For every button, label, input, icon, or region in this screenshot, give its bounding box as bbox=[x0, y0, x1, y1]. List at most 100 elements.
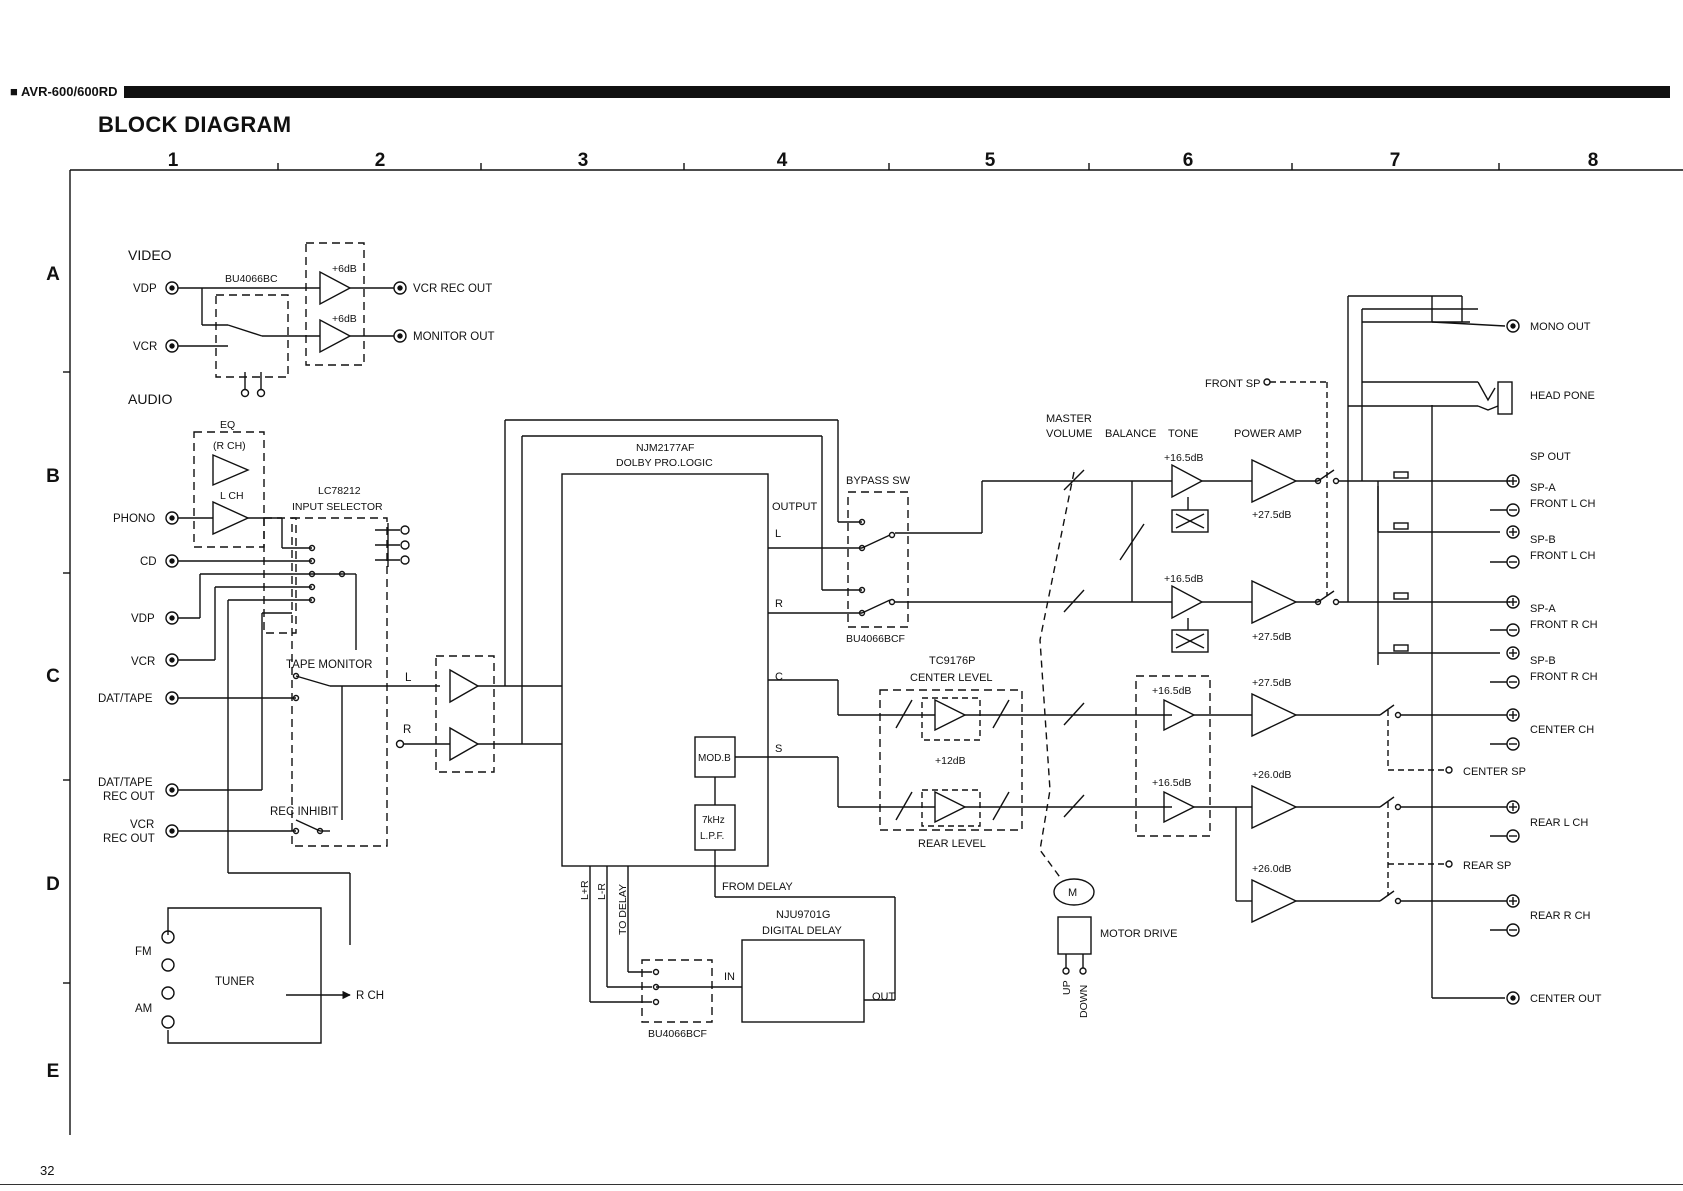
center-level-label: CENTER LEVEL bbox=[910, 672, 993, 684]
dolby-c-label: C bbox=[775, 671, 783, 683]
am-label: AM bbox=[135, 1003, 152, 1015]
video-switch-ic: BU4066BC bbox=[225, 273, 278, 285]
control-wiring bbox=[1039, 458, 1380, 975]
center-out-label: CENTER OUT bbox=[1530, 993, 1602, 1005]
from-delay-label: FROM DELAY bbox=[722, 881, 793, 893]
head-phone-label: HEAD PONE bbox=[1530, 390, 1595, 402]
center-rear-labels: TC9176P CENTER LEVEL +12dB REAR LEVEL bbox=[910, 655, 993, 850]
column-5: 5 bbox=[985, 150, 996, 171]
front-l-b-label: FRONT L CH bbox=[1530, 550, 1595, 562]
dolby-r-label: R bbox=[775, 598, 783, 610]
column-8: 8 bbox=[1588, 150, 1599, 171]
sp-b-2-label: SP-B bbox=[1530, 655, 1556, 667]
row-e: E bbox=[47, 1061, 60, 1082]
front-l-a-label: FRONT L CH bbox=[1530, 498, 1595, 510]
front-r-b-label: FRONT R CH bbox=[1530, 671, 1598, 683]
dat-tape-label: DAT/TAPE bbox=[98, 693, 153, 705]
phono-label: PHONO bbox=[113, 513, 155, 525]
column-2: 2 bbox=[375, 150, 386, 171]
balance-label: BALANCE bbox=[1105, 428, 1156, 440]
tuner-labels: FM AM TUNER R CH bbox=[135, 946, 384, 1015]
monitor-out-label: MONITOR OUT bbox=[413, 331, 495, 343]
tone-label: TONE bbox=[1168, 428, 1198, 440]
master-label: MASTER bbox=[1046, 413, 1092, 425]
column-6: 6 bbox=[1183, 150, 1194, 171]
bypass-label: BYPASS SW bbox=[846, 475, 911, 487]
row-b: B bbox=[46, 466, 60, 487]
fm-label: FM bbox=[135, 946, 152, 958]
bypass-labels: BYPASS SW BU4066BCF bbox=[846, 475, 911, 645]
delay-out-label: OUT bbox=[872, 991, 896, 1003]
amp-gain-c: +27.5dB bbox=[1252, 677, 1291, 689]
amp-gain-r: +27.5dB bbox=[1252, 631, 1291, 643]
amp-gain-rr: +26.0dB bbox=[1252, 863, 1291, 875]
delay-in-label: IN bbox=[724, 971, 735, 983]
dolby-labels: NJM2177AF DOLBY PRO.LOGIC OUTPUT L R C S… bbox=[579, 442, 818, 935]
front-sp-label: FRONT SP bbox=[1205, 378, 1260, 390]
vdp-audio-label: VDP bbox=[131, 613, 155, 625]
power-amp-label: POWER AMP bbox=[1234, 428, 1302, 440]
center-rear-ic: TC9176P bbox=[929, 655, 975, 667]
audio-r-label: R bbox=[403, 724, 411, 736]
tuner-label: TUNER bbox=[215, 976, 255, 988]
rear-l-label: REAR L CH bbox=[1530, 817, 1588, 829]
eq-lch-label: L CH bbox=[220, 490, 244, 502]
center-rear-gain: +12dB bbox=[935, 755, 966, 767]
input-selector-label: INPUT SELECTOR bbox=[292, 501, 383, 513]
down-label: DOWN bbox=[1078, 985, 1090, 1018]
column-3: 3 bbox=[578, 150, 589, 171]
dolby-output-label: OUTPUT bbox=[772, 501, 818, 513]
delay-label: DIGITAL DELAY bbox=[762, 925, 843, 937]
model-label: ■ AVR-600/600RD bbox=[10, 84, 124, 99]
column-7: 7 bbox=[1390, 150, 1401, 171]
sp-out-label: SP OUT bbox=[1530, 451, 1571, 463]
mod-b-label: MOD.B bbox=[698, 753, 731, 764]
tape-monitor-label: TAPE MONITOR bbox=[286, 659, 372, 671]
lpf-label-2: L.P.F. bbox=[700, 831, 724, 842]
volume-label: VOLUME bbox=[1046, 428, 1092, 440]
cd-label: CD bbox=[140, 556, 157, 568]
rear-level-label: REAR LEVEL bbox=[918, 838, 986, 850]
grid-frame bbox=[63, 163, 1683, 1135]
sp-a-1-label: SP-A bbox=[1530, 482, 1556, 494]
output-wiring bbox=[1263, 295, 1520, 1005]
front-r-a-label: FRONT R CH bbox=[1530, 619, 1598, 631]
column-4: 4 bbox=[777, 150, 788, 171]
header-bar bbox=[10, 86, 1670, 98]
control-labels: MASTER VOLUME BALANCE TONE POWER AMP FRO… bbox=[1046, 378, 1302, 1018]
video-section: VIDEO VDP VCR BU4066BC +6dB +6dB VCR REC… bbox=[128, 247, 495, 353]
audio-labels: AUDIO EQ (R CH) L CH PHONO CD VDP VCR DA… bbox=[98, 391, 412, 845]
center-rear-block bbox=[879, 689, 1172, 831]
page-number: 32 bbox=[40, 1163, 55, 1178]
amp-gain-rl: +26.0dB bbox=[1252, 769, 1291, 781]
rec-inhibit-label: REC INHIBIT bbox=[270, 806, 338, 818]
vdp-video-label: VDP bbox=[133, 283, 157, 295]
column-1: 1 bbox=[168, 150, 179, 171]
bypass-ic: BU4066BCF bbox=[846, 633, 905, 645]
mono-out-label: MONO OUT bbox=[1530, 321, 1591, 333]
delay-switch-ic: BU4066BCF bbox=[648, 1028, 707, 1040]
input-selector-ic: LC78212 bbox=[318, 485, 361, 497]
video-gain-1: +6dB bbox=[332, 263, 357, 275]
row-a: A bbox=[46, 264, 60, 285]
dolby-l-label: L bbox=[775, 528, 781, 540]
audio-wiring bbox=[165, 419, 862, 945]
tuner-rch-label: R CH bbox=[356, 990, 384, 1002]
video-section-label: VIDEO bbox=[128, 247, 172, 263]
bottom-rule bbox=[0, 1184, 1683, 1185]
pre-gain-c: +16.5dB bbox=[1152, 685, 1191, 697]
tone-gain-l: +16.5dB bbox=[1164, 452, 1203, 464]
up-label: UP bbox=[1061, 980, 1073, 995]
delay-block bbox=[641, 939, 865, 1023]
output-labels: MONO OUT HEAD PONE SP OUT SP-A FRONT L C… bbox=[1463, 321, 1602, 1005]
video-wiring bbox=[165, 242, 407, 398]
amp-gain-l: +27.5dB bbox=[1252, 509, 1291, 521]
dat-tape-rec-out-2: REC OUT bbox=[103, 791, 155, 803]
dolby-ic: NJM2177AF bbox=[636, 442, 694, 454]
motor-label: M bbox=[1068, 887, 1077, 899]
dat-tape-rec-out-1: DAT/TAPE bbox=[98, 777, 153, 789]
vcr-audio-label: VCR bbox=[131, 656, 155, 668]
delay-labels: NJU9701G DIGITAL DELAY IN OUT BU4066BCF bbox=[648, 909, 896, 1040]
l-minus-r-label: L-R bbox=[596, 883, 608, 900]
lpf-label-1: 7kHz bbox=[702, 815, 725, 826]
